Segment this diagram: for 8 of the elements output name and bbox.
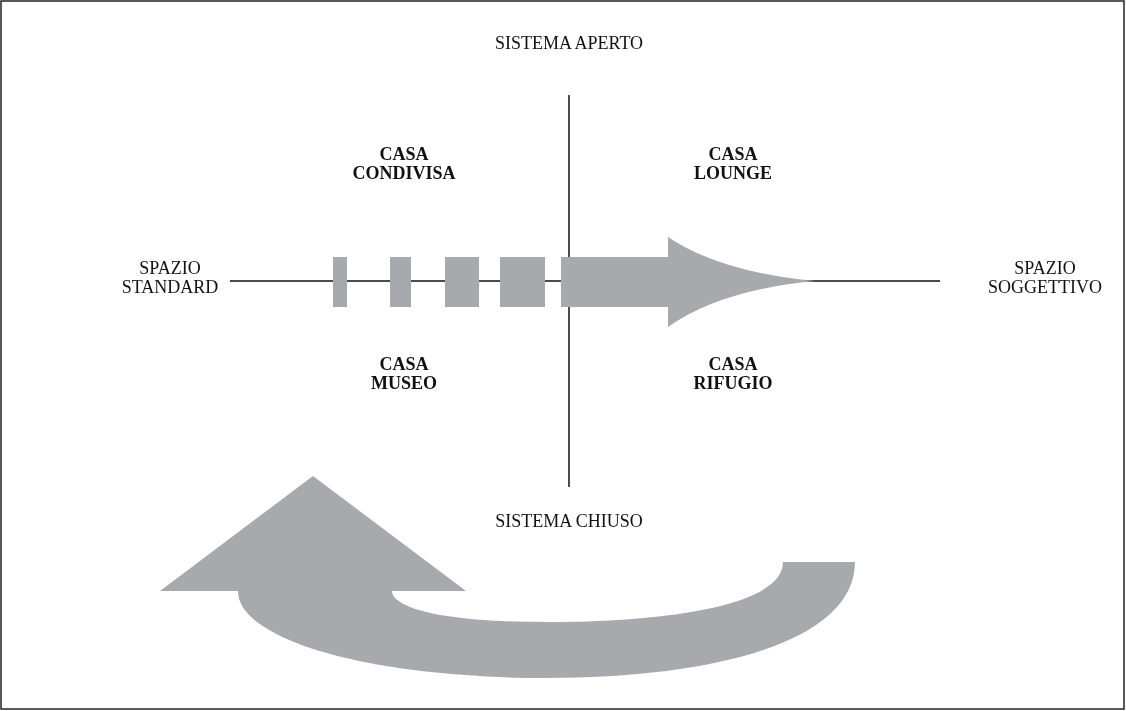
axis-label: SPAZIO SOGGETTIVO	[988, 259, 1102, 297]
axis-label: SISTEMA APERTO	[494, 34, 644, 53]
quadrant-label: CASA MUSEO	[371, 355, 437, 393]
quadrant-label: CASA RIFUGIO	[693, 355, 773, 393]
axis-label: SISTEMA CHIUSO	[495, 512, 643, 531]
quadrant-label: CASA CONDIVISA	[352, 145, 456, 183]
quadrant-label: CASA LOUNGE	[694, 145, 772, 183]
axis-label: SPAZIO STANDARD	[121, 259, 219, 297]
